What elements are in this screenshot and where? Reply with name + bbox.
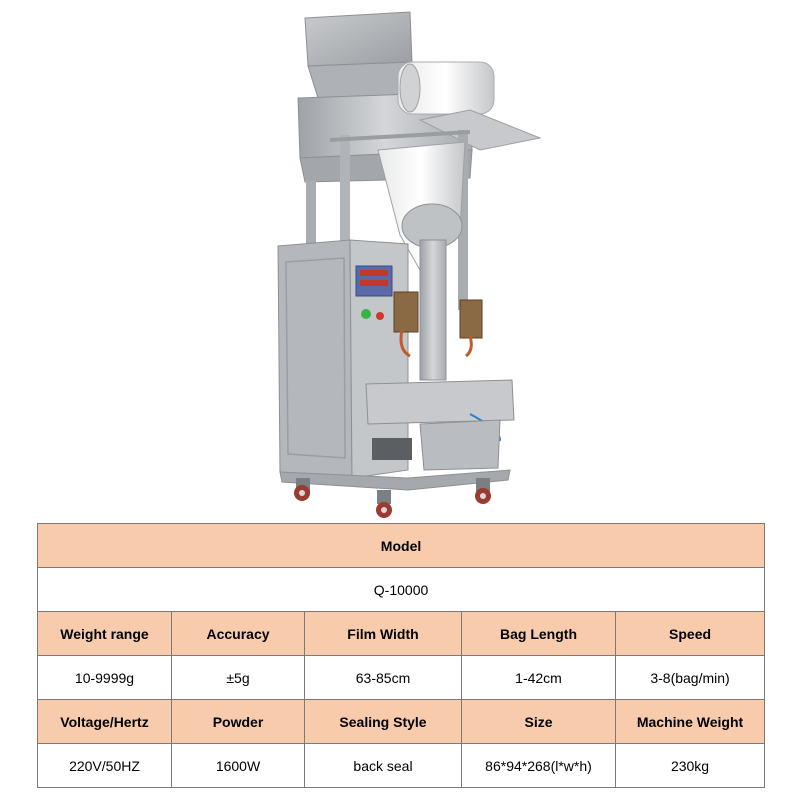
film-roll bbox=[397, 61, 542, 151]
header-sealing-style: Sealing Style bbox=[304, 699, 462, 744]
header-voltage: Voltage/Hertz bbox=[37, 699, 172, 744]
spec-header-row-1: Weight range Accuracy Film Width Bag Len… bbox=[37, 611, 766, 656]
header-speed: Speed bbox=[614, 611, 766, 656]
lower-platform bbox=[365, 379, 515, 471]
header-machine-weight: Machine Weight bbox=[614, 699, 766, 744]
model-header: Model bbox=[36, 523, 766, 568]
header-powder: Powder bbox=[171, 699, 305, 744]
header-size: Size bbox=[461, 699, 616, 744]
control-panel bbox=[355, 265, 393, 320]
value-powder: 1600W bbox=[171, 743, 305, 788]
value-film-width: 63-85cm bbox=[304, 655, 462, 700]
value-size: 86*94*268(l*w*h) bbox=[461, 743, 616, 788]
value-machine-weight: 230kg bbox=[614, 743, 766, 788]
model-header-row: Model bbox=[36, 523, 766, 568]
header-accuracy: Accuracy bbox=[171, 611, 305, 656]
spec-value-row-2: 220V/50HZ 1600W back seal 86*94*268(l*w*… bbox=[37, 743, 766, 788]
value-sealing-style: back seal bbox=[304, 743, 462, 788]
packing-machine-image bbox=[277, 11, 542, 518]
header-film-width: Film Width bbox=[304, 611, 462, 656]
header-weight-range: Weight range bbox=[37, 611, 172, 656]
spec-value-row-1: 10-9999g ±5g 63-85cm 1-42cm 3-8(bag/min) bbox=[37, 655, 766, 700]
forming-collar bbox=[377, 141, 466, 381]
sealing-jaws bbox=[393, 291, 483, 358]
spec-table: Model Q-10000 Weight range Accuracy Film… bbox=[36, 523, 766, 788]
value-bag-length: 1-42cm bbox=[461, 655, 616, 700]
base-frame bbox=[279, 469, 511, 504]
value-voltage: 220V/50HZ bbox=[37, 743, 172, 788]
spec-header-row-2: Voltage/Hertz Powder Sealing Style Size … bbox=[37, 699, 766, 744]
caster-wheel-icon bbox=[294, 485, 491, 518]
upper-frame bbox=[306, 130, 471, 310]
hopper bbox=[304, 11, 413, 99]
model-value-row: Q-10000 bbox=[36, 567, 766, 612]
header-bag-length: Bag Length bbox=[461, 611, 616, 656]
value-weight-range: 10-9999g bbox=[37, 655, 172, 700]
value-speed: 3-8(bag/min) bbox=[614, 655, 766, 700]
value-accuracy: ±5g bbox=[171, 655, 305, 700]
model-value: Q-10000 bbox=[36, 567, 766, 612]
